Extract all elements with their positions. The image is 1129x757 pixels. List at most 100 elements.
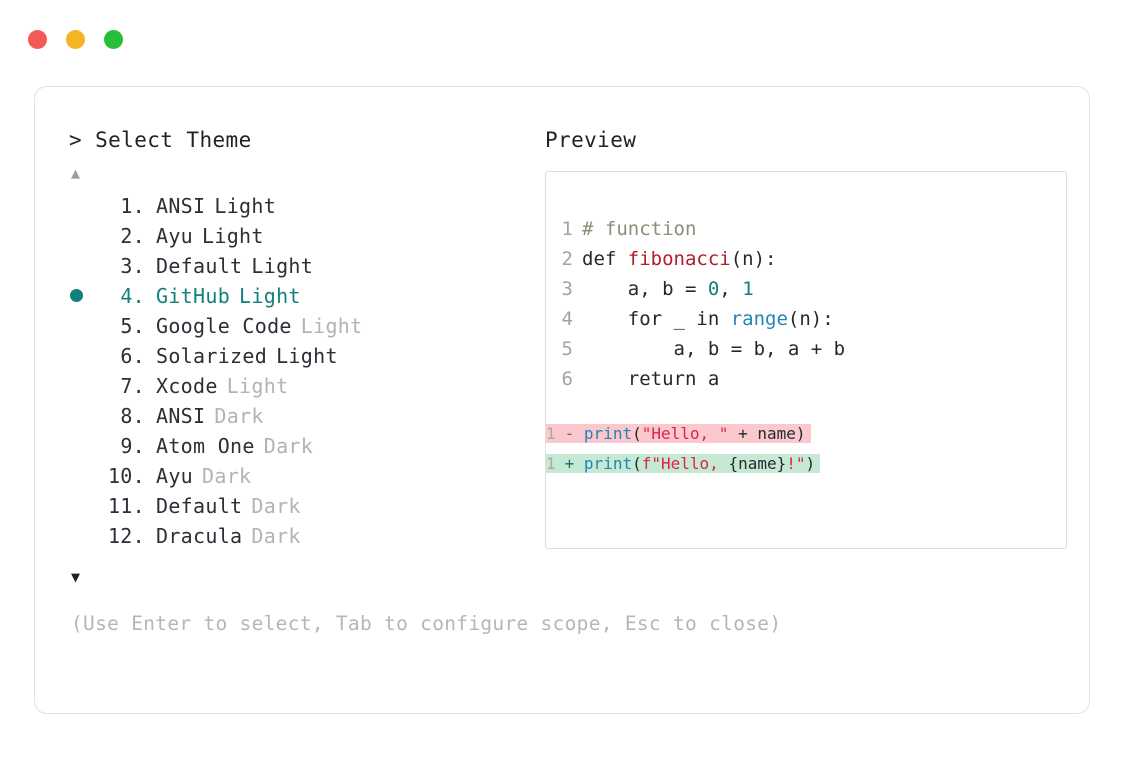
maximize-dot[interactable] <box>104 30 123 49</box>
line-number: 6 <box>561 368 573 390</box>
theme-name: Ayu <box>156 464 194 488</box>
theme-index: 9. <box>120 434 145 458</box>
theme-name: Default <box>156 254 243 278</box>
code-line: 5 a, b = b, a + b <box>546 334 1066 364</box>
code-token-plain: , <box>719 278 743 300</box>
theme-index: 6. <box>120 344 145 368</box>
theme-index: 8. <box>120 404 145 428</box>
close-dot[interactable] <box>28 30 47 49</box>
code-line-text: def fibonacci(n): <box>582 244 1066 274</box>
theme-name: Solarized <box>156 344 268 368</box>
code-line-text: a, b = 0, 1 <box>582 274 1066 304</box>
theme-list-item[interactable]: 6. Solarized Light <box>69 341 539 371</box>
code-line: 1# function <box>546 214 1066 244</box>
theme-variant: Light <box>239 284 301 308</box>
theme-variant: Dark <box>202 464 252 488</box>
scroll-up-arrow[interactable]: ▲ <box>71 164 81 182</box>
theme-variant: Light <box>276 344 338 368</box>
theme-name: Google Code <box>156 314 292 338</box>
theme-list-item[interactable]: 12. Dracula Dark <box>69 521 539 551</box>
theme-variant: Dark <box>251 494 301 518</box>
theme-name: GitHub <box>156 284 231 308</box>
code-token-builtin: print <box>583 454 633 473</box>
diff-highlight: 1+ print(f"Hello, {name}!") <box>546 454 821 473</box>
diff-line-number: 1 <box>546 424 556 443</box>
theme-name: Dracula <box>156 524 243 548</box>
diff-highlight: 1- print("Hello, " + name) <box>546 424 811 443</box>
prompt-marker: > <box>69 128 83 152</box>
code-token-kw: def <box>582 248 628 270</box>
theme-index: 3. <box>120 254 145 278</box>
page-title-text: Select Theme <box>95 128 252 152</box>
code-token-str: "Hello, " <box>641 424 729 443</box>
line-number: 3 <box>561 278 573 300</box>
code-token-str: !" <box>786 454 806 473</box>
theme-variant: Dark <box>263 434 314 458</box>
diff-gap <box>574 424 584 443</box>
theme-list-item[interactable]: 4. GitHub Light <box>69 281 539 311</box>
scroll-down-arrow[interactable]: ▼ <box>71 568 81 586</box>
code-token-plain: return a <box>582 368 720 390</box>
theme-name: ANSI <box>156 404 206 428</box>
code-line-text: return a <box>582 364 1066 394</box>
selected-bullet-icon <box>69 283 99 313</box>
code-token-fn: fibonacci <box>627 248 731 270</box>
theme-index: 4. <box>120 284 145 308</box>
window-traffic-lights <box>28 30 123 49</box>
theme-list-item[interactable]: 10. Ayu Dark <box>69 461 539 491</box>
code-token-plain: for _ in <box>582 308 731 330</box>
diff-marker: + <box>564 454 575 473</box>
code-line: 2 def fibonacci(n): <box>546 244 1066 274</box>
theme-name: Default <box>156 494 243 518</box>
code-line: 4 for _ in range(n): <box>546 304 1066 334</box>
diff-line-del: 1- print("Hello, " + name) <box>546 424 1066 454</box>
code-token-builtin: range <box>730 308 788 330</box>
theme-index: 7. <box>120 374 145 398</box>
code-token-builtin: print <box>583 424 633 443</box>
theme-variant: Dark <box>251 524 301 548</box>
keyboard-hint: (Use Enter to select, Tab to configure s… <box>71 612 782 635</box>
theme-variant: Dark <box>214 404 264 428</box>
theme-variant: Light <box>300 314 363 338</box>
theme-index: 2. <box>120 224 145 248</box>
code-line: 3 a, b = 0, 1 <box>546 274 1066 304</box>
code-token-plain: (n): <box>787 308 834 330</box>
code-line: 6 return a <box>546 364 1066 394</box>
code-token-plain: {name} <box>728 454 787 473</box>
code-line-text: for _ in range(n): <box>582 304 1066 334</box>
minimize-dot[interactable] <box>66 30 85 49</box>
theme-variant: Light <box>251 254 314 278</box>
theme-name: Ayu <box>156 224 194 248</box>
code-token-str: f"Hello, <box>641 454 729 473</box>
line-number: 2 <box>561 248 573 270</box>
theme-index: 10. <box>107 464 145 488</box>
code-token-num: 1 <box>742 278 754 300</box>
theme-list-item[interactable]: 8. ANSI Dark <box>69 401 539 431</box>
code-token-plain: + name) <box>728 424 806 443</box>
theme-list-item[interactable]: 3. Default Light <box>69 251 539 281</box>
line-number: 5 <box>561 338 573 360</box>
diff-line-text: print("Hello, " + name) <box>584 424 811 443</box>
code-token-plain: ( <box>632 424 642 443</box>
bullet-dot-icon <box>70 289 83 302</box>
diff-line-text: print(f"Hello, {name}!") <box>584 454 820 473</box>
theme-name: Xcode <box>156 374 218 398</box>
code-line-text: a, b = b, a + b <box>582 334 1066 364</box>
theme-index: 12. <box>107 524 145 548</box>
code-token-num: 0 <box>707 278 720 300</box>
theme-variant: Light <box>214 194 277 218</box>
diff-gap <box>574 454 584 473</box>
page-title: > Select Theme <box>69 127 539 153</box>
